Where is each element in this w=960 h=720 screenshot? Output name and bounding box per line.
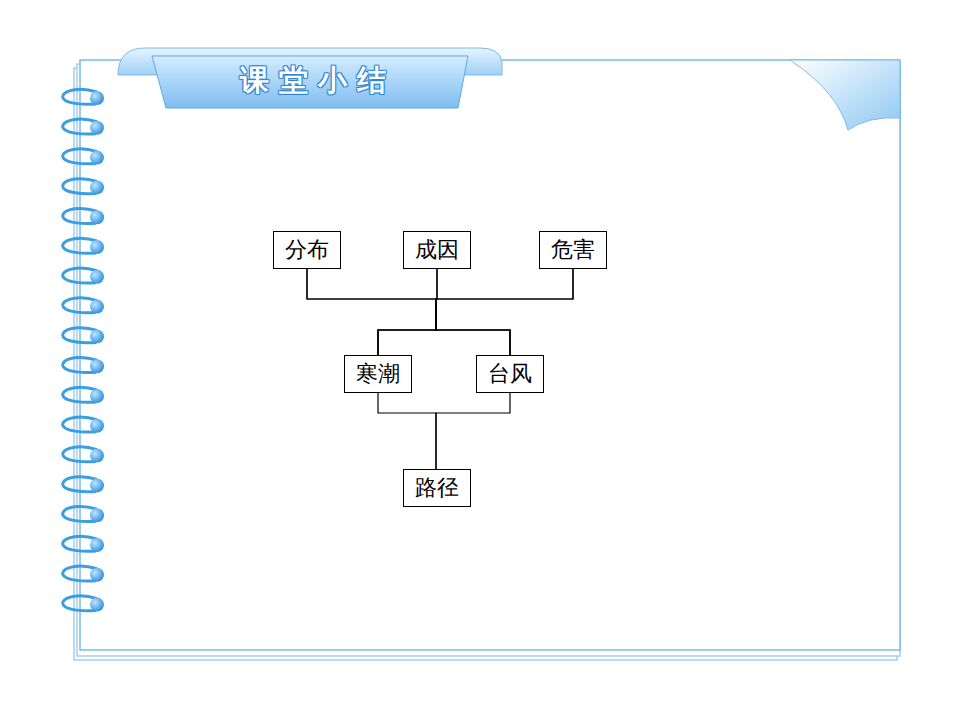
ring-hole	[90, 180, 104, 194]
ring-hole	[90, 300, 104, 314]
tree-connector	[378, 269, 437, 355]
ring-hole	[90, 598, 104, 612]
spiral-rings	[63, 89, 104, 611]
page-curl	[790, 60, 900, 130]
page	[80, 60, 900, 650]
ring-hole	[90, 240, 104, 254]
tree-connector	[436, 269, 573, 355]
tree-connector	[378, 269, 573, 355]
ring-hole	[90, 389, 104, 403]
box-label: 路径	[415, 475, 459, 501]
topic-box: 寒潮	[344, 355, 412, 393]
header-plate	[152, 56, 468, 108]
topic-box: 成因	[403, 231, 471, 269]
slide-title: 课 堂 小 结	[163, 58, 463, 104]
tree-connector	[436, 269, 510, 355]
topic-box: 台风	[476, 355, 544, 393]
ring-hole	[90, 210, 104, 224]
topic-box: 危害	[539, 231, 607, 269]
ring-hole	[90, 151, 104, 165]
ring-hole	[90, 91, 104, 105]
topic-box: 路径	[403, 469, 471, 507]
ring-hole	[90, 329, 104, 343]
tree-connector	[307, 269, 510, 355]
tree-connector	[378, 393, 436, 469]
box-label: 寒潮	[356, 361, 400, 387]
ring-hole	[90, 121, 104, 135]
tree-connector	[436, 393, 510, 469]
box-label: 台风	[488, 361, 532, 387]
ring-hole	[90, 359, 104, 373]
ring-hole	[90, 538, 104, 552]
box-label: 危害	[551, 237, 595, 263]
ring-hole	[90, 419, 104, 433]
ring-hole	[90, 449, 104, 463]
topic-box: 分布	[273, 231, 341, 269]
box-label: 成因	[415, 237, 459, 263]
box-label: 分布	[285, 237, 329, 263]
ring-hole	[90, 270, 104, 284]
ring-hole	[90, 568, 104, 582]
ring-hole	[90, 508, 104, 522]
ring-hole	[90, 478, 104, 492]
tree-connector	[307, 269, 436, 355]
